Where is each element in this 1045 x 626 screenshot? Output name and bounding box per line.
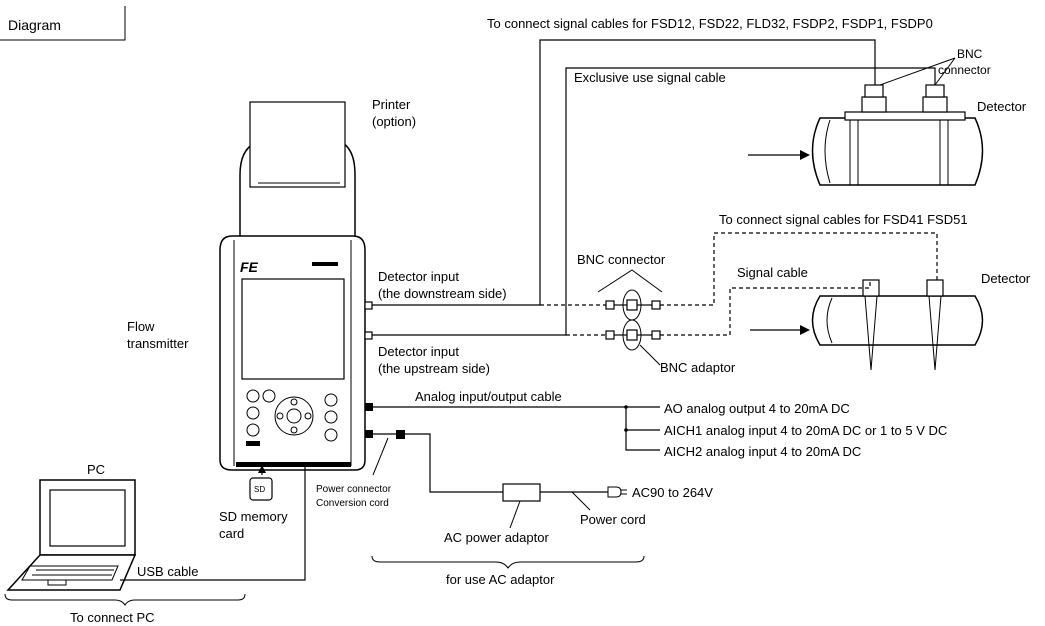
key-icon	[324, 393, 338, 407]
dpad-icon	[274, 396, 314, 436]
usb-cable-label: USB cable	[137, 564, 198, 579]
power-cable	[405, 433, 503, 493]
printer-label-2: (option)	[372, 114, 416, 129]
sd-card-label-2: card	[219, 526, 244, 541]
bnc-connector-icon	[605, 330, 615, 340]
detector-input-upstream-port	[364, 331, 373, 340]
key-icon	[324, 410, 338, 424]
aich2-input-label: AICH2 analog input 4 to 20mA DC	[664, 444, 861, 459]
printer-label: Printer	[372, 97, 411, 112]
pc-label: PC	[87, 462, 105, 477]
transmitter-screen	[241, 278, 345, 380]
fsd41-dashed-cable	[660, 232, 938, 306]
detector-input-down-label: Detector input	[378, 269, 459, 284]
key-icon	[246, 406, 260, 420]
aich1-input-label: AICH1 analog input 4 to 20mA DC or 1 to …	[664, 423, 947, 438]
title-box: Diagram	[0, 6, 126, 41]
analog-io-port	[365, 403, 373, 411]
brand-logo: FE	[240, 259, 259, 275]
detector-input-down-label-2: (the downstream side)	[378, 286, 507, 301]
bnc-connector-top-label: BNC	[957, 47, 983, 61]
power-connector-label: Power connector	[316, 484, 392, 495]
usb-cable	[120, 467, 306, 581]
ac-power-adaptor-label: AC power adaptor	[444, 530, 549, 545]
key-icon	[324, 428, 338, 442]
power-cord-label: Power cord	[580, 512, 646, 527]
flow-arrow-icon	[800, 150, 810, 160]
flow-arrow-icon	[800, 325, 810, 335]
exclusive-cable-label: Exclusive use signal cable	[574, 70, 726, 85]
pc-brace	[4, 593, 246, 606]
power-port	[365, 430, 373, 438]
detector-input-downstream-port	[364, 301, 373, 310]
printer	[239, 101, 356, 241]
key-icon	[246, 423, 260, 437]
bottom-port-strip	[236, 462, 351, 467]
flow-transmitter: FE	[219, 101, 373, 471]
ac-input-label: AC90 to 264V	[632, 485, 713, 500]
analog-cable-label: Analog input/output cable	[415, 389, 562, 404]
ac-adaptor-brace	[371, 555, 645, 569]
model-mark	[312, 262, 338, 266]
sd-card-label: SD memory	[219, 509, 288, 524]
plug-icon	[607, 486, 622, 498]
detector-mid-label: Detector	[981, 271, 1031, 286]
key-icon	[262, 389, 276, 403]
key-icon	[246, 389, 260, 403]
for-ac-adaptor-label: for use AC adaptor	[446, 572, 555, 587]
bnc-adaptor-label: BNC adaptor	[660, 360, 736, 375]
mid-cables-label: To connect signal cables for FSD41 FSD51	[719, 212, 968, 227]
flow-transmitter-label-2: transmitter	[127, 336, 189, 351]
detector-mid	[750, 279, 984, 371]
detector-input-up-label-2: (the upstream side)	[378, 361, 490, 376]
bnc-adaptor-group	[597, 269, 663, 366]
bnc-connector-mid-label: BNC connector	[577, 252, 666, 267]
pc-laptop-icon	[6, 479, 137, 591]
top-cables-label: To connect signal cables for FSD12, FSD2…	[487, 16, 933, 31]
keypad	[246, 389, 338, 446]
sd-slot-label: SD	[254, 485, 265, 494]
bnc-connector-top-label-2: connector	[938, 63, 991, 77]
downstream-cable	[372, 39, 876, 306]
power-connector-label-2: Conversion cord	[316, 498, 389, 509]
detector-top-label: Detector	[977, 99, 1027, 114]
signal-cable-label: Signal cable	[737, 265, 808, 280]
bnc-connector-icon	[922, 96, 948, 113]
bnc-connector-icon	[605, 300, 615, 310]
detector-input-up-label: Detector input	[378, 344, 459, 359]
bnc-connector-icon	[861, 96, 887, 113]
diagram-title: Diagram	[8, 17, 61, 33]
ac-power-adaptor-icon	[502, 483, 541, 502]
signal-dashed-cable	[660, 280, 871, 336]
flow-transmitter-label: Flow	[127, 319, 155, 334]
sd-card-icon	[249, 477, 273, 501]
ao-output-label: AO analog output 4 to 20mA DC	[664, 401, 850, 416]
detector-top	[748, 84, 984, 186]
upstream-cable	[372, 67, 936, 336]
to-connect-pc-label: To connect PC	[70, 610, 155, 625]
